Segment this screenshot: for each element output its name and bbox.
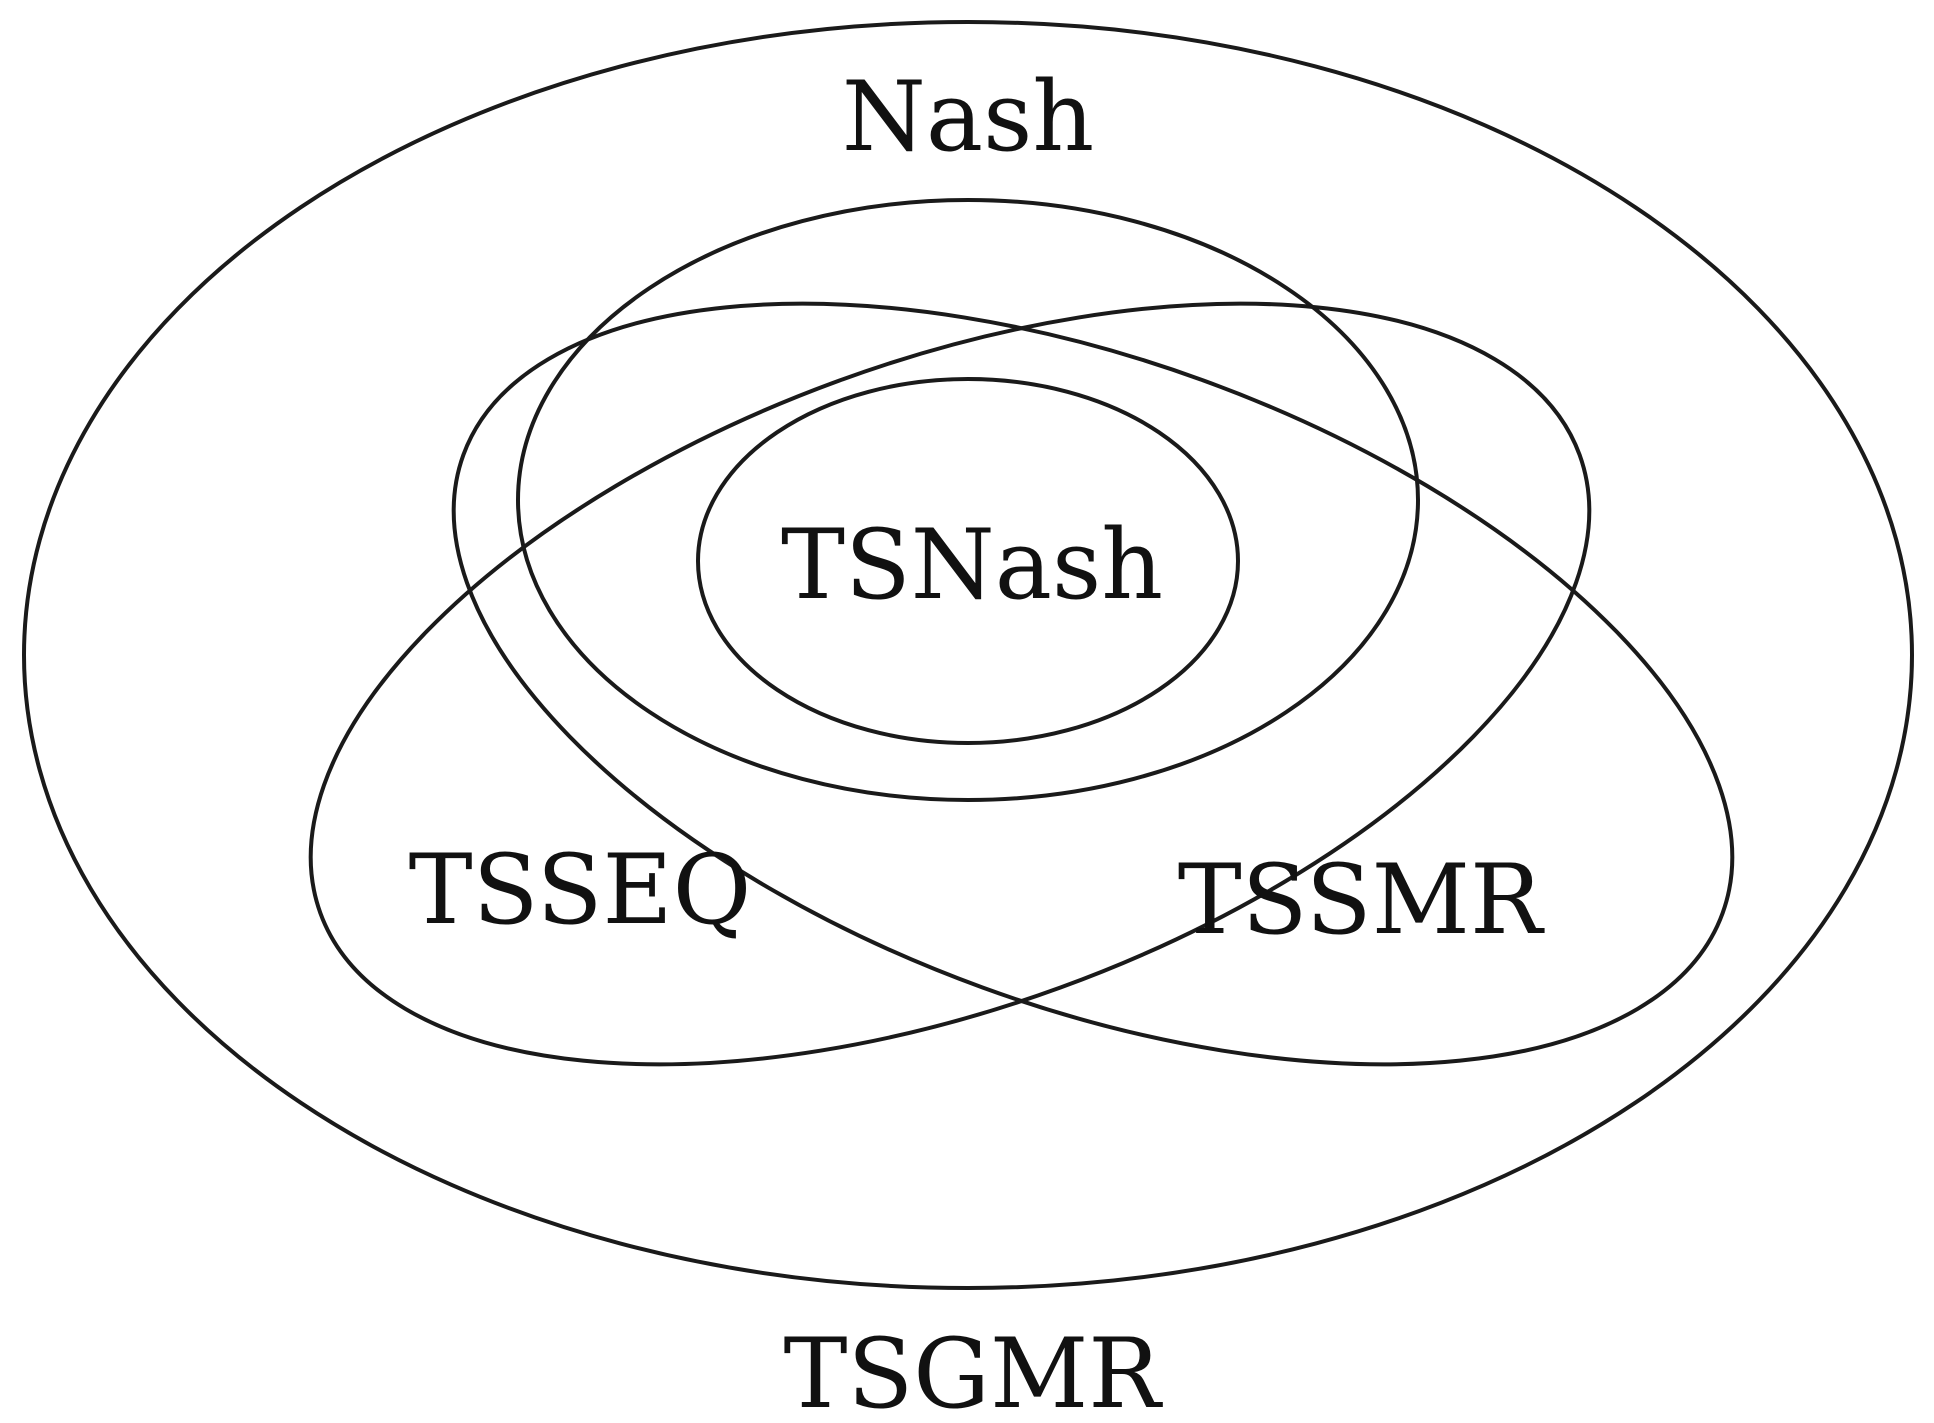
tsseq-label: TSSEQ [409,834,752,946]
tsseq-ellipse [308,301,1592,1067]
tsnash-ellipse [696,377,1240,745]
nash-label: Nash [842,61,1094,173]
tsgmr-label: TSGMR [783,1318,1163,1423]
tsnash-label: TSNash [781,509,1163,621]
tsgmr-ellipse [22,20,1914,1290]
nash-ellipse [516,198,1420,802]
tssmr-ellipse [451,301,1735,1067]
tssmr-label: TSSMR [1178,844,1545,956]
